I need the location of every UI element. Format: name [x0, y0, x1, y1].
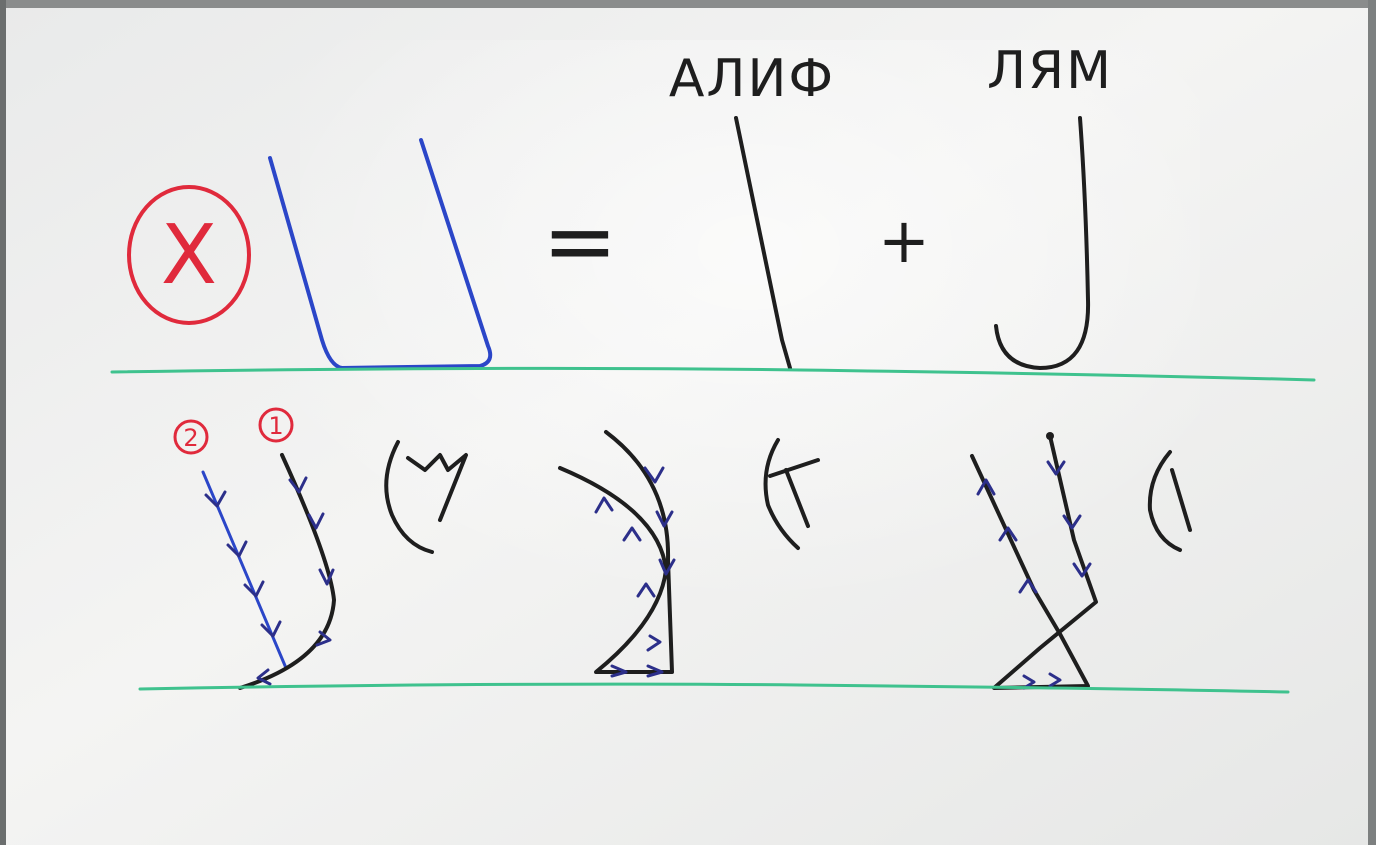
- method-1-arrows: [976, 460, 1092, 690]
- method-2-arrows: [594, 466, 676, 678]
- method-2-black-stroke: [558, 430, 674, 674]
- board-right-frame: [1368, 0, 1376, 845]
- method-1-number: [1147, 450, 1192, 552]
- wrong-mark-letter: X: [161, 208, 217, 303]
- alif-letter: [734, 116, 792, 370]
- bottom-baseline: [138, 682, 1290, 694]
- alif-label: АЛИФ: [669, 49, 835, 109]
- method-3-black-stroke: [238, 453, 336, 690]
- method-1-start-dot: [1046, 432, 1054, 440]
- wrong-lam-alif-shape: [268, 138, 493, 370]
- svg-text:1: 1: [268, 412, 283, 440]
- equals-sign: =: [542, 189, 617, 294]
- svg-text:2: 2: [183, 424, 198, 452]
- lam-letter: [994, 116, 1091, 370]
- method-3-arrows: [204, 476, 335, 686]
- step-2-badge: 2: [173, 419, 209, 455]
- method-3-number: [384, 440, 468, 554]
- top-baseline: [110, 366, 1316, 382]
- lam-label: ЛЯМ: [987, 41, 1113, 101]
- step-1-badge: 1: [258, 407, 294, 443]
- wrong-mark-icon: [127, 185, 251, 325]
- method-2-number: [763, 438, 820, 550]
- board-left-frame: [0, 0, 6, 845]
- board-top-frame: [0, 0, 1376, 8]
- plus-sign: +: [878, 204, 930, 277]
- board-glare: [300, 40, 1200, 640]
